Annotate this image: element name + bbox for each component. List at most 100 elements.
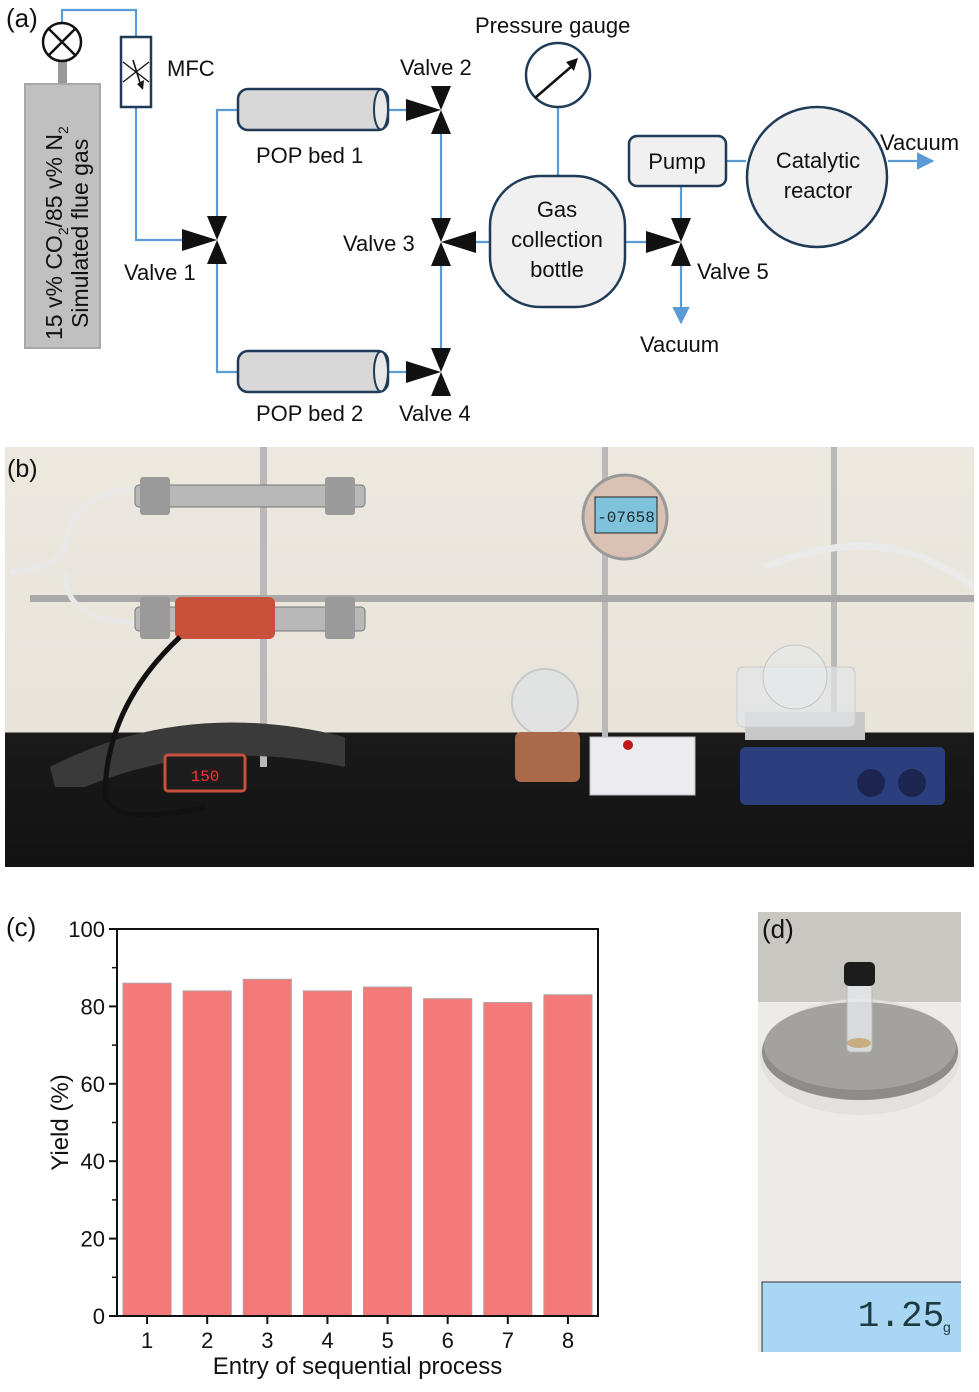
controller-display: 150 [191,768,220,786]
stand-rod-middle [602,447,608,737]
panel-a-label: (a) [6,3,38,33]
stirrer-knob [857,769,885,797]
reaction-flask [762,644,828,710]
y-tick-label: 0 [93,1304,105,1329]
pop-bed-2-label: POP bed 2 [256,401,363,426]
panel-a-schematic: 15 v% CO2/85 v% N2 Simulated flue gas MF… [0,0,979,440]
mfc-icon [119,35,153,109]
y-tick-label: 100 [68,917,105,942]
tubing [763,542,974,590]
valve-1-icon [182,216,227,264]
tubing [9,486,136,575]
cylinder-label-line1: 15 v% CO2/85 v% N2 [41,126,71,340]
panel-d-label: (d) [762,914,794,944]
round-bottom-flask [511,668,579,736]
steel-column-upper [134,484,366,508]
y-axis-label: Yield (%) [47,1074,74,1170]
scale-reading: 1.25 [858,1296,944,1337]
pump-box [627,134,728,188]
bar-entry-5 [363,986,413,1317]
pop-bed-1 [236,87,390,132]
tubing [62,571,136,625]
bar-entry-3 [242,978,292,1317]
balance-display [761,1281,961,1352]
heating-jacket [175,597,275,639]
bar-entry-7 [483,1002,533,1317]
valve-2-icon [406,86,451,134]
y-tick-label: 20 [81,1227,105,1252]
bar-entry-6 [423,998,473,1317]
horizontal-rod [30,595,974,602]
cylinder-valve-icon [41,21,83,63]
valve-4-label: Valve 4 [399,401,471,426]
valve-2-label: Valve 2 [400,55,472,80]
vial-cap [844,962,875,986]
valve-5-icon [646,218,691,266]
fitting [140,477,170,515]
catalytic-reactor [745,105,889,249]
stand-rod-right [831,447,837,737]
stirrer-knob [898,769,926,797]
pump-label: Pump [648,149,705,174]
y-tick-label: 40 [81,1149,105,1174]
valve-1-label: Valve 1 [124,260,196,285]
magnetic-stirrer [740,747,945,805]
yield-bar-chart: 0 20 40 60 80 100 1 2 3 4 5 6 7 8 Entry of sequentia… [47,917,599,1380]
sample-liquid [847,1038,871,1048]
pop-bed-2 [236,349,390,394]
x-tick-label: 5 [381,1328,393,1353]
fitting [325,477,355,515]
valve-3-label: Valve 3 [343,231,415,256]
gas-cylinder [24,83,101,349]
red-button-icon [623,740,633,750]
x-tick-label: 6 [442,1328,454,1353]
x-tick-label: 2 [201,1328,213,1353]
valve-3-icon [431,218,476,266]
vacuum-right-label: Vacuum [880,130,959,155]
temperature-controller [163,753,247,793]
gauge-reading: -07658 [597,509,655,527]
vacuum-bottom-label: Vacuum [640,332,719,357]
bar-entry-1 [122,982,172,1317]
valve-5-label: Valve 5 [697,259,769,284]
cylinder-neck [58,58,67,86]
panel-b-photo: 150 -07658 (b) [5,447,974,867]
panel-c-label: (c) [6,912,37,942]
pop-bed-1-label: POP bed 1 [256,143,363,168]
flask-holder [515,732,580,782]
panel-d-photo: 1.25 g (d) [758,912,961,1352]
fitting [325,597,355,639]
x-axis-label: Entry of sequential process [213,1353,503,1380]
y-tick-label: 80 [81,994,105,1019]
scale-unit: g [943,1319,951,1335]
reactor-label-1: Catalytic [776,148,860,173]
bar-entry-4 [302,990,352,1317]
fitting [140,597,170,639]
reactor-label-2: reactor [784,178,852,203]
gas-bottle-label-2: collection [511,227,603,252]
heater-cable [102,635,206,818]
y-tick-label: 60 [81,1072,105,1097]
x-tick-label: 3 [261,1328,273,1353]
gauge-screen [594,496,658,534]
apparatus-illustration: 150 -07658 [9,447,974,818]
schematic-diagram: 15 v% CO2/85 v% N2 Simulated flue gas MF… [24,8,959,426]
cylinder-label-line2: Simulated flue gas [67,139,93,328]
gas-bottle-label-3: bottle [530,257,584,282]
bar-entry-2 [182,990,232,1317]
gas-collection-bottle [488,174,627,309]
x-tick-label: 8 [562,1328,574,1353]
panel-b-label: (b) [7,455,38,483]
panel-c-chart: 0 20 40 60 80 100 1 2 3 4 5 6 7 8 Entry of sequentia… [0,900,620,1387]
x-tick-label: 1 [141,1328,153,1353]
pressure-gauge-icon [524,41,592,109]
balance-illustration: 1.25 g [758,912,961,1352]
bar-entry-8 [543,994,593,1317]
gas-bottle-label-1: Gas [537,197,577,222]
gas-lines [60,8,935,374]
valve-4-icon [406,348,451,396]
pressure-gauge-label: Pressure gauge [475,13,630,38]
control-box [589,736,696,796]
x-tick-label: 7 [502,1328,514,1353]
x-tick-label: 4 [321,1328,333,1353]
